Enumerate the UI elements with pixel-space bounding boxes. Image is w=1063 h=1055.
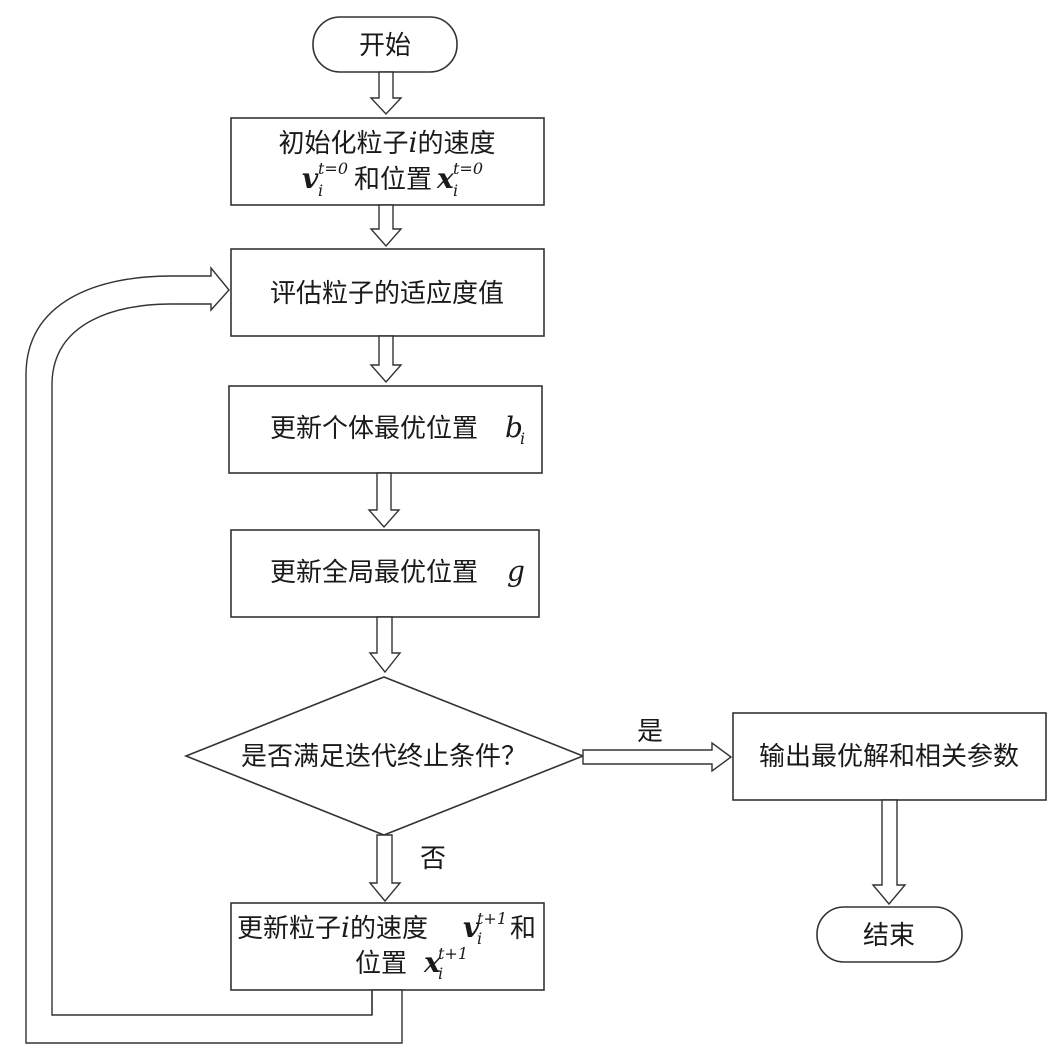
svg-text:v: v xyxy=(302,162,319,195)
update-particle-node xyxy=(230,902,545,991)
svg-text:t=0: t=0 xyxy=(318,159,348,178)
svg-text:t=0: t=0 xyxy=(453,159,483,178)
svg-text:更新个体最优位置: 更新个体最优位置 xyxy=(270,414,478,444)
init-node xyxy=(230,117,545,206)
no-label: 否 xyxy=(420,844,446,874)
update-global-label: 更新全局最优位置 g xyxy=(270,555,525,588)
decision-label: 是否满足迭代终止条件？ xyxy=(241,742,527,772)
svg-text:和位置: 和位置 xyxy=(354,165,432,195)
yes-label: 是 xyxy=(637,717,663,747)
arrow-output-to-end xyxy=(871,799,907,906)
arrow-no-to-update xyxy=(368,834,402,903)
svg-text:x: x xyxy=(436,162,454,195)
arrow-global-to-decision xyxy=(368,616,402,674)
svg-text:t+1: t+1 xyxy=(477,909,507,928)
evaluate-label: 评估粒子的适应度值 xyxy=(270,279,504,309)
arrow-evaluate-to-personal xyxy=(369,335,403,384)
update-particle-label: 更新粒子i的速度 v t+1 i 和 位置 x t+1 i xyxy=(237,909,536,983)
output-label: 输出最优解和相关参数 xyxy=(759,742,1019,772)
arrow-init-to-evaluate xyxy=(369,204,403,248)
arrow-loop-back xyxy=(25,266,403,1044)
svg-text:b: b xyxy=(505,411,523,444)
output-node xyxy=(732,712,1047,801)
svg-text:i: i xyxy=(520,429,525,448)
update-personal-label: 更新个体最优位置 b i xyxy=(270,411,525,448)
init-label-line1: 初始化粒子i的速度 xyxy=(279,126,496,159)
svg-text:i: i xyxy=(477,929,482,948)
svg-text:更新粒子i的速度: 更新粒子i的速度 xyxy=(237,911,428,944)
end-node xyxy=(816,906,963,963)
svg-text:v: v xyxy=(463,911,480,944)
end-label: 结束 xyxy=(863,921,915,951)
svg-text:i: i xyxy=(318,181,323,200)
svg-text:i: i xyxy=(453,181,458,200)
svg-text:t+1: t+1 xyxy=(438,944,468,963)
init-label-line2: v t=0 i 和位置 x t=0 i xyxy=(302,159,483,200)
arrow-personal-to-global xyxy=(367,472,401,529)
svg-text:和: 和 xyxy=(510,914,536,944)
svg-text:位置: 位置 xyxy=(355,949,407,979)
svg-text:更新全局最优位置: 更新全局最优位置 xyxy=(270,558,478,588)
svg-text:x: x xyxy=(423,946,441,979)
arrow-yes-to-output xyxy=(582,741,733,773)
update-global-node xyxy=(230,529,540,618)
svg-text:i: i xyxy=(438,964,443,983)
start-label: 开始 xyxy=(359,31,411,61)
svg-text:g: g xyxy=(507,555,525,588)
arrow-start-to-init xyxy=(369,71,403,116)
